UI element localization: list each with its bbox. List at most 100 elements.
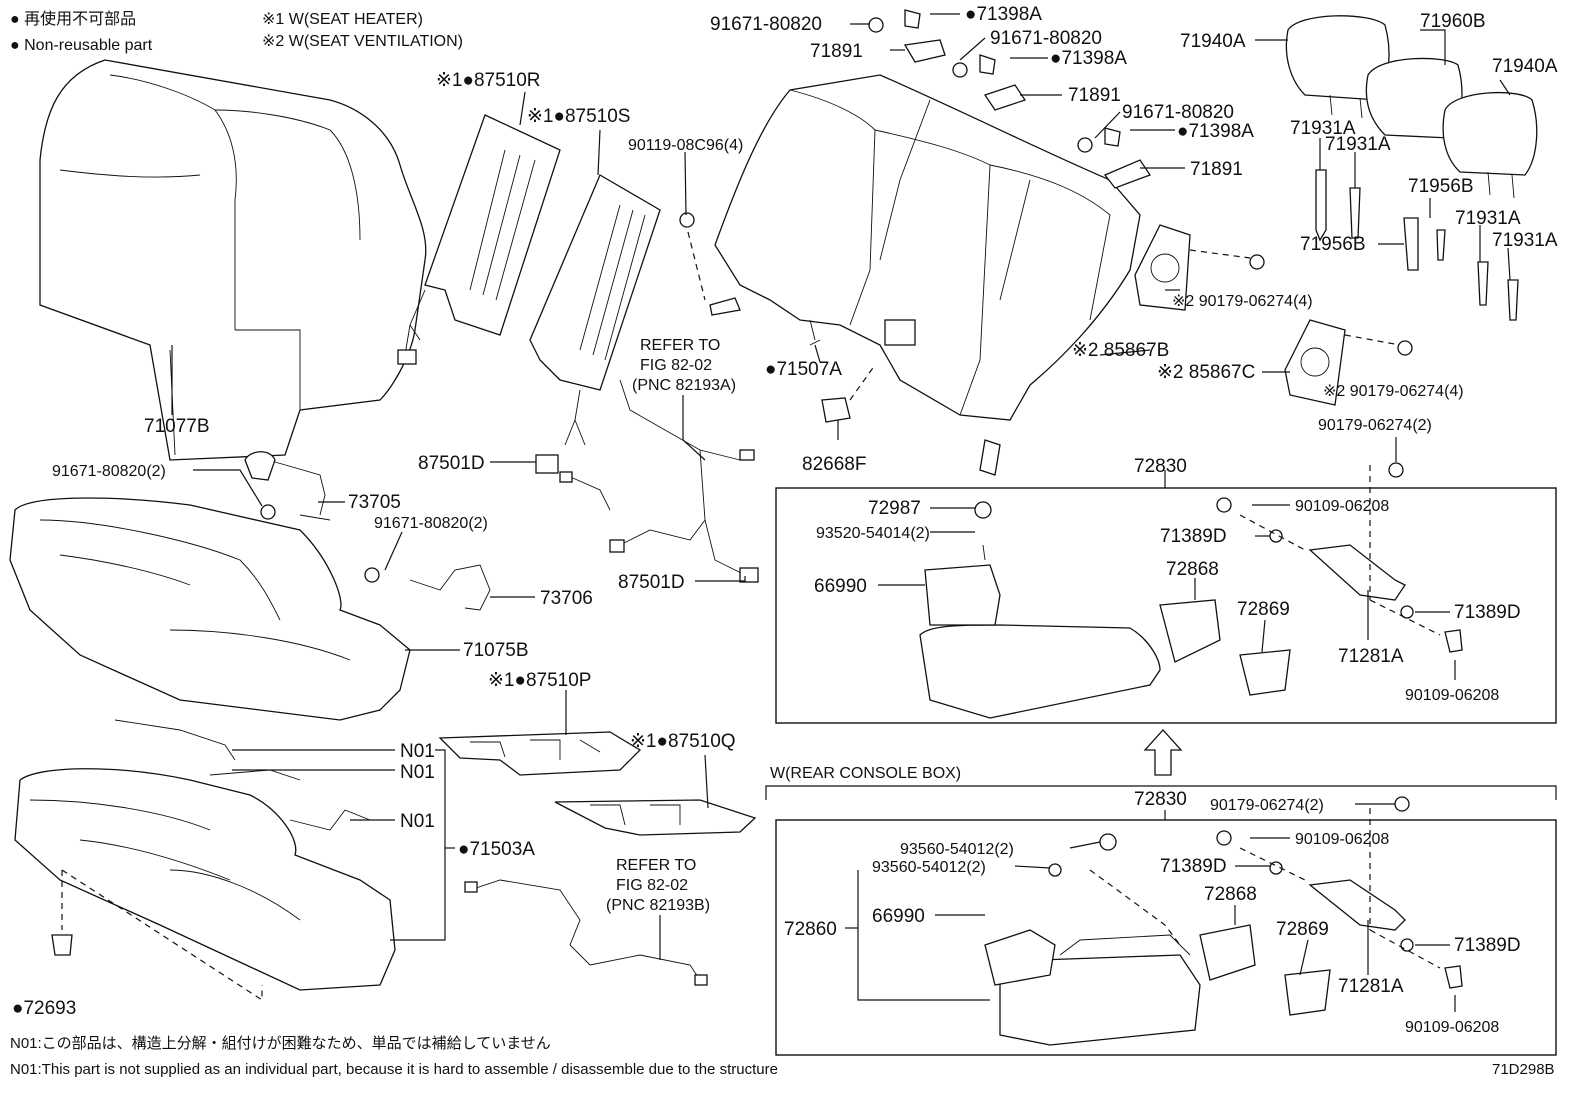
label-90109-06208-c: 90109-06208 (1295, 831, 1389, 848)
label-71956b-b: 71956B (1300, 234, 1366, 255)
label-72830-a: 72830 (1134, 456, 1187, 477)
label-71931a-d: 71931A (1492, 230, 1558, 251)
label-71281a-b: 71281A (1338, 976, 1404, 997)
label-71507a: ●71507A (765, 359, 842, 380)
label-72868-a: 72868 (1166, 559, 1219, 580)
headrest-guides (1315, 169, 1519, 321)
label-n01-a: N01 (400, 741, 435, 762)
vent-fan-85867c (1284, 319, 1413, 406)
label-72987: 72987 (868, 498, 921, 519)
headrest-71940a-left (1285, 15, 1390, 119)
legend: ● 再使用不可部品 ● Non-reusable part ※1 W(SEAT … (10, 10, 463, 54)
label-71931a-c: 71931A (1455, 208, 1521, 229)
console-frame-upper (775, 487, 1557, 724)
label-91671-80820-c: 91671-80820 (1122, 102, 1234, 123)
label-71940a-b: 71940A (1492, 56, 1558, 77)
seat-cushion-cover-71075b (9, 497, 411, 721)
part-labels: 91671-80820 ●71398A 71891 91671-80820 ●7… (12, 4, 1558, 1036)
label-71389d-b: 71389D (1454, 602, 1521, 623)
console-frame-lower (775, 819, 1557, 1056)
up-arrow (1143, 729, 1183, 776)
label-87510p: ※1●87510P (488, 670, 591, 691)
label-71398a-b: ●71398A (1050, 48, 1127, 69)
label-90179-06274-c: 90179-06274(2) (1318, 417, 1432, 434)
label-71077b: 71077B (144, 416, 210, 437)
label-71891-b: 71891 (1068, 85, 1121, 106)
diagram-code: 71D298B (1492, 1061, 1555, 1078)
clip-72693 (51, 934, 73, 956)
label-87510s: ※1●87510S (527, 106, 630, 127)
label-72869-a: 72869 (1237, 599, 1290, 620)
label-72869-b: 72869 (1276, 919, 1329, 940)
label-90109-06208-d: 90109-06208 (1405, 1019, 1499, 1036)
label-93560-54012-b: 93560-54012(2) (872, 859, 986, 876)
vent-fan-85867b (1134, 224, 1265, 311)
refer-b-1: REFER TO (616, 857, 696, 874)
footnote-jp: N01:この部品は、構造上分解・組付けが困難なため、単品では補給していません (10, 1035, 551, 1052)
label-71281a-a: 71281A (1338, 646, 1404, 667)
leader-82668f (849, 364, 876, 401)
legend-note-2: ※2 W(SEAT VENTILATION) (262, 33, 463, 50)
label-71398a-c: ●71398A (1177, 121, 1254, 142)
label-71891-c: 71891 (1190, 159, 1243, 180)
seatback-cover-71077b (39, 59, 427, 461)
label-71891-a: 71891 (810, 41, 863, 62)
label-71940a-a: 71940A (1180, 31, 1246, 52)
console-box-72860 (984, 808, 1463, 1046)
label-rear-console-box: W(REAR CONSOLE BOX) (770, 765, 961, 782)
label-72868-b: 72868 (1204, 884, 1257, 905)
wire-harness-82193b (464, 879, 708, 986)
label-90179-06274-a: ※2 90179-06274(4) (1172, 293, 1313, 310)
label-93520-54014: 93520-54014(2) (816, 525, 930, 542)
label-90109-06208-a: 90109-06208 (1295, 498, 1389, 515)
label-73706: 73706 (540, 588, 593, 609)
label-85867c: ※2 85867C (1157, 362, 1255, 383)
label-90119-08c96: 90119-08C96(4) (628, 137, 743, 154)
nut-90179-upper (1388, 462, 1404, 478)
label-71956b-a: 71956B (1408, 176, 1474, 197)
label-91671-80820-b: 91671-80820 (990, 28, 1102, 49)
label-71398a-a: ●71398A (965, 4, 1042, 25)
legend-note-1: ※1 W(SEAT HEATER) (262, 11, 423, 28)
label-71389d-a: 71389D (1160, 526, 1227, 547)
refer-b-2: FIG 82-02 (616, 877, 688, 894)
label-72693: ●72693 (12, 998, 76, 1019)
nut-90179-lower (1394, 796, 1410, 812)
headrest-71940a-right (1442, 92, 1538, 199)
part-82668f (821, 397, 851, 423)
label-90179-06274-b: ※2 90179-06274(4) (1323, 383, 1464, 400)
seatback-frame-71507a (714, 74, 1141, 476)
wire-harness-82193a (535, 379, 759, 583)
label-71075b: 71075B (463, 640, 529, 661)
hook-73705 (244, 451, 331, 521)
label-87510r: ※1●87510R (436, 70, 541, 91)
legend-jp: ● 再使用不可部品 (10, 10, 136, 28)
label-90179-06274-d: 90179-06274(2) (1210, 797, 1324, 814)
seat-cushion-frame-71503a (14, 719, 396, 991)
label-71960b: 71960B (1420, 11, 1486, 32)
label-66990-b: 66990 (872, 906, 925, 927)
label-82668f: 82668F (802, 454, 866, 475)
legend-en: ● Non-reusable part (10, 37, 153, 54)
refer-a-1: REFER TO (640, 337, 720, 354)
leader-72693-b (61, 869, 263, 1002)
label-91671-80820-e: 91671-80820(2) (374, 515, 488, 532)
label-71389d-d: 71389D (1454, 935, 1521, 956)
label-66990-a: 66990 (814, 576, 867, 597)
label-71931a-a: 71931A (1290, 118, 1356, 139)
bolt-90119-08c96 (679, 212, 741, 316)
label-72830-b: 72830 (1134, 789, 1187, 810)
label-72860: 72860 (784, 919, 837, 940)
seat-heater-87510s (529, 174, 661, 446)
rear-console-bracket (765, 785, 1557, 800)
seat-heater-87510p (438, 731, 642, 776)
label-87510q: ※1●87510Q (630, 731, 736, 752)
label-71389d-c: 71389D (1160, 856, 1227, 877)
footnote-en: N01:This part is not supplied as an indi… (10, 1061, 778, 1078)
label-85867b: ※2 85867B (1072, 340, 1169, 361)
label-93560-54012-a: 93560-54012(2) (900, 841, 1014, 858)
headrest-clips (868, 9, 1151, 189)
label-90109-06208-b: 90109-06208 (1405, 687, 1499, 704)
footnote: N01:この部品は、構造上分解・組付けが困難なため、単品では補給していません N… (10, 1035, 1555, 1078)
